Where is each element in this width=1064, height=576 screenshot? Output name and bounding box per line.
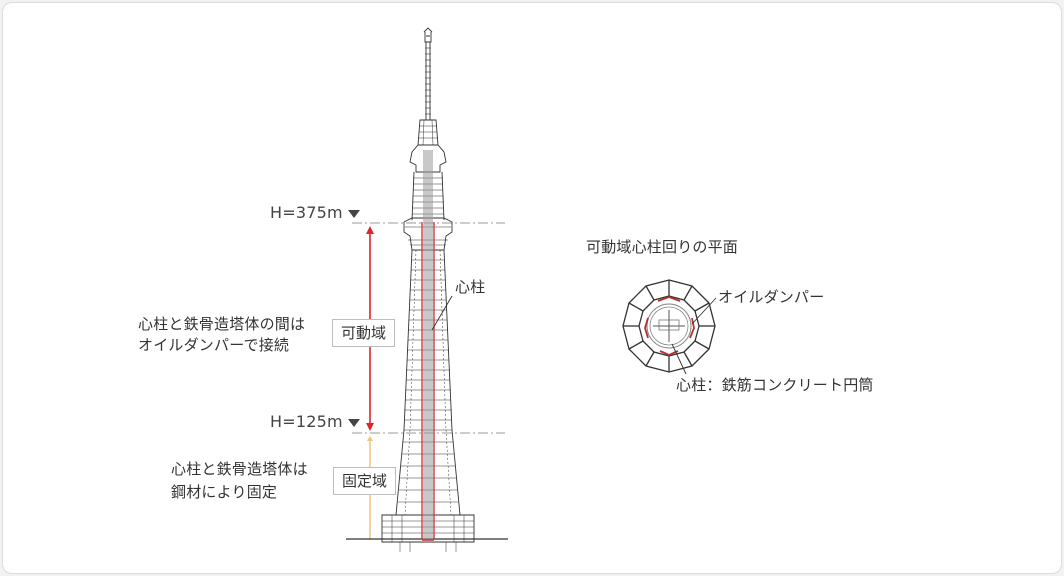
core-callout-label: 心柱 xyxy=(455,278,486,296)
movable-zone-description-line1: 心柱と鉄骨造塔体の間は xyxy=(138,315,306,333)
elevation-bottom-label: H=125m xyxy=(270,412,343,431)
plan-view-title: 可動域心柱回りの平面 xyxy=(586,238,739,256)
movable-zone-label: 可動域 xyxy=(332,319,396,347)
fixed-zone-description-line2: 鋼材により固定 xyxy=(171,483,278,501)
elevation-top-triangle-icon xyxy=(348,210,360,218)
damper-callout-leader xyxy=(691,297,717,325)
core-plan-callout-leader xyxy=(671,343,687,375)
plan-damper-callout: オイルダンパー xyxy=(718,288,825,306)
oil-damper-marks xyxy=(644,296,695,356)
fixed-zone-description-line1: 心柱と鉄骨造塔体は xyxy=(171,460,308,478)
elevation-top-label: H=375m xyxy=(270,203,343,222)
core-column xyxy=(421,150,435,542)
plan-core-callout: 心柱：鉄筋コンクリート円筒 xyxy=(676,376,874,394)
movable-zone-description-line2: オイルダンパーで接続 xyxy=(138,336,290,354)
elevation-bottom-triangle-icon xyxy=(348,419,360,427)
core-callout-leader xyxy=(431,295,453,331)
plan-view-drawing xyxy=(622,279,716,373)
fixed-zone-label: 固定域 xyxy=(333,467,397,495)
